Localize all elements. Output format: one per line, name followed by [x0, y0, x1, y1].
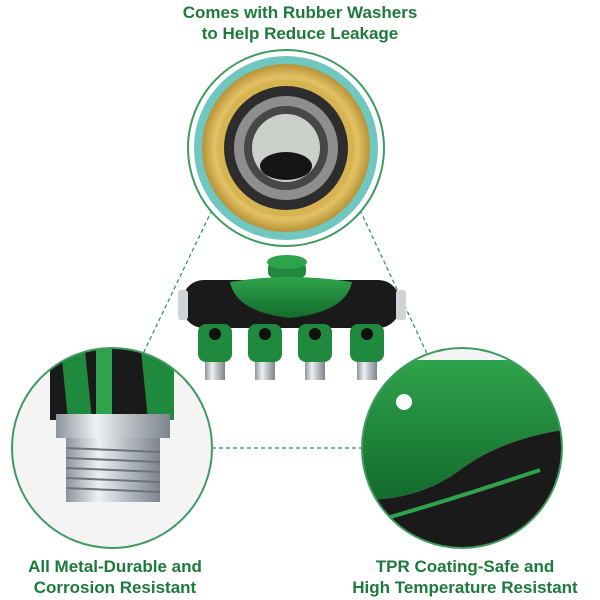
valve-1: [198, 324, 232, 380]
valve-2: [248, 324, 282, 380]
caption-top-line1: Comes with Rubber Washers: [182, 3, 418, 22]
connector-lines: [139, 209, 431, 449]
four-way-hose-splitter: [178, 255, 406, 380]
caption-right-line2: High Temperature Resistant: [352, 578, 578, 597]
caption-left-line2: Corrosion Resistant: [33, 578, 197, 597]
caption-top-line2: to Help Reduce Leakage: [201, 24, 399, 43]
caption-left-line1: All Metal-Durable and: [28, 557, 202, 576]
caption-top: Comes with Rubber Washers to Help Reduce…: [0, 2, 600, 44]
metal-thread-closeup: [11, 347, 213, 549]
valve-3: [298, 324, 332, 380]
brass-coupling-closeup: [187, 49, 385, 247]
tpr-coating-closeup: [361, 347, 563, 549]
caption-left: All Metal-Durable and Corrosion Resistan…: [0, 556, 230, 598]
caption-right-line1: TPR Coating-Safe and: [375, 557, 555, 576]
valve-4: [350, 324, 384, 380]
caption-right: TPR Coating-Safe and High Temperature Re…: [330, 556, 600, 598]
